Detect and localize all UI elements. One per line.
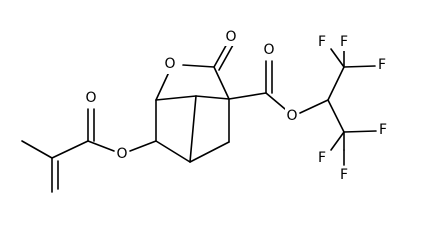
bond-bridge-c1 (189, 95, 197, 163)
bond-c1-c2 (189, 141, 230, 163)
ring-oxygen-label: O (164, 56, 175, 72)
bond-cf3bottom-f5 (330, 131, 345, 151)
fluorine-label: F (318, 34, 326, 50)
bond-cf3top-f1 (330, 48, 345, 68)
methacrylate-carbonyl-oxygen-label: O (85, 90, 96, 106)
bond-ch-cf3bottom (327, 99, 345, 133)
bond-cf3top-f3 (343, 65, 376, 68)
bond-oring-clactone (182, 64, 215, 68)
ester-carbonyl-oxygen-label: O (263, 42, 274, 58)
bond-c5-oring (155, 71, 170, 101)
ester-oxygen-label: O (286, 108, 297, 124)
bond-cf3bottom-f4 (343, 130, 377, 133)
lactone-carbonyl-oxygen-label: O (225, 29, 236, 45)
bond-oester-ch (299, 99, 329, 114)
fluorine-label: F (340, 34, 348, 50)
bond-bridge-cq (195, 95, 230, 100)
bond-clactone-co (213, 41, 229, 68)
bond-calpha-ccarbonyl (51, 140, 89, 159)
bond-ch-cf3top (327, 66, 345, 101)
structure-drawing: O O O O O O F F F F F F (21, 28, 389, 193)
molecule-diagram: O O O O O O F F F F F F (21, 28, 389, 193)
bond-c6-c1 (155, 140, 191, 163)
bonds (21, 41, 377, 193)
bond-clactone-co-double (218, 44, 234, 71)
bond-ccarbonyl-oester (87, 140, 115, 152)
bond-oester-ring (129, 140, 157, 152)
bond-cq-cester (228, 92, 267, 100)
bond-cester-oester (265, 92, 286, 110)
fluorine-label: F (340, 167, 348, 183)
fluorine-label: F (318, 150, 326, 166)
bond-clactone-cq (213, 66, 230, 100)
fluorine-label: F (379, 122, 387, 138)
fluorine-label: F (378, 57, 386, 73)
atom-labels: O O O O O O F F F F F F (84, 28, 389, 184)
bond-ch3-calpha (21, 140, 53, 159)
bond-c5-bridge (155, 95, 197, 101)
methacrylate-ester-oxygen-label: O (116, 146, 127, 162)
